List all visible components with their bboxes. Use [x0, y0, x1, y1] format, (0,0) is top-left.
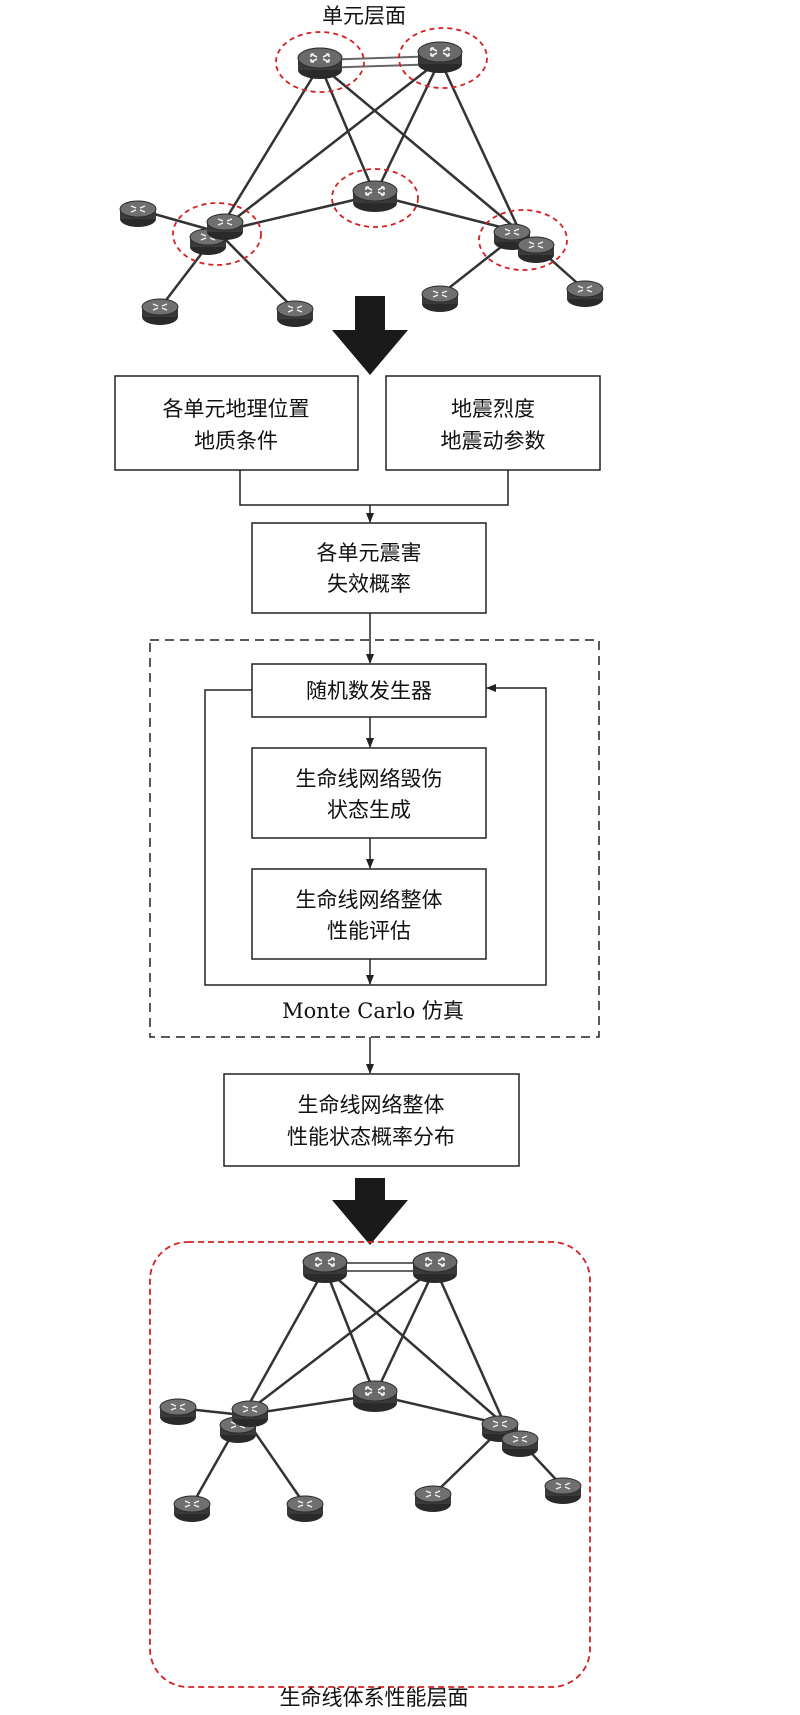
distribution-line-2: 性能状态概率分布	[287, 1125, 455, 1149]
router-icon	[544, 1477, 582, 1505]
damage-line-1: 生命线网络毁伤	[296, 767, 443, 791]
top-layer-title: 单元层面	[322, 4, 406, 28]
seismic-line-2: 地震动参数	[441, 429, 546, 453]
big-down-arrow-icon	[332, 1178, 408, 1245]
rng-line-1: 随机数发生器	[306, 679, 432, 703]
bottom-routers	[159, 1251, 582, 1523]
perf-eval-line-1: 生命线网络整体	[296, 888, 443, 912]
connectors	[204, 470, 547, 1074]
router-icon	[412, 1251, 458, 1284]
failure-line-1: 各单元震害	[317, 541, 422, 565]
perf-eval-box	[251, 868, 487, 960]
router-icon	[501, 1430, 539, 1458]
router-icon	[414, 1485, 452, 1513]
monte-carlo-label: Monte Carlo 仿真	[282, 999, 464, 1023]
router-icon	[517, 236, 555, 264]
router-icon	[297, 47, 343, 80]
router-icon	[352, 180, 398, 213]
geo-line-1: 各单元地理位置	[163, 397, 310, 421]
distribution-line-1: 生命线网络整体	[298, 1093, 445, 1117]
seismic-box	[385, 375, 601, 471]
bottom-highlight-frame	[149, 1241, 591, 1688]
router-icon	[421, 285, 459, 313]
perf-eval-line-2: 性能评估	[327, 919, 411, 943]
router-icon	[141, 298, 179, 326]
box-texts: 各单元地理位置 地质条件 地震烈度 地震动参数 各单元震害 失效概率 随机数发生…	[163, 397, 546, 1149]
monte-carlo-frame	[149, 639, 600, 1038]
router-icon	[302, 1251, 348, 1284]
failure-line-2: 失效概率	[327, 572, 411, 596]
router-icon	[417, 41, 463, 74]
seismic-line-1: 地震烈度	[451, 397, 535, 421]
distribution-box	[223, 1073, 520, 1167]
bottom-layer-title: 生命线体系性能层面	[280, 1686, 469, 1710]
router-icon	[276, 300, 314, 328]
top-highlights	[172, 27, 568, 271]
router-icon	[119, 200, 157, 228]
big-down-arrow-icon	[332, 296, 408, 375]
geo-box	[114, 375, 359, 471]
damage-line-2: 状态生成	[327, 798, 411, 822]
router-icon	[352, 1380, 398, 1413]
geo-line-2: 地质条件	[194, 429, 278, 453]
router-icon	[286, 1495, 324, 1523]
damage-box	[251, 747, 487, 839]
top-routers	[119, 41, 604, 328]
router-icon	[206, 213, 244, 241]
failure-box	[251, 522, 487, 614]
router-icon	[566, 280, 604, 308]
router-icon	[159, 1398, 197, 1426]
router-icon	[173, 1495, 211, 1523]
router-icon	[231, 1400, 269, 1428]
